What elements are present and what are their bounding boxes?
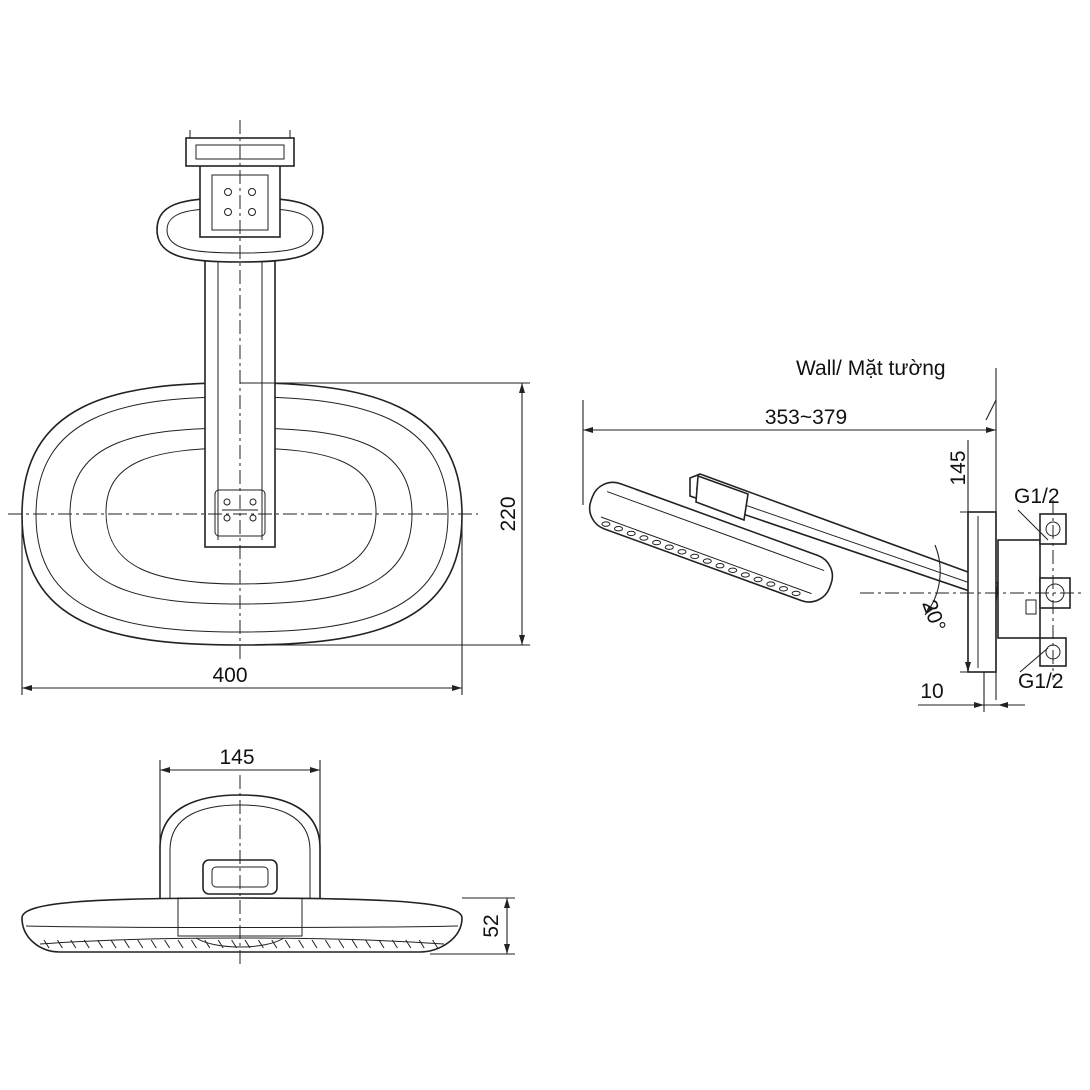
nozzle [702,558,712,564]
nozzle [728,567,738,573]
thickness-dimension: 52 [480,914,503,937]
nozzle [715,563,725,569]
inlet-bottom-label: G1/2 [1018,670,1064,693]
nozzle-row [39,937,445,945]
inlet-bottom-leader [1019,647,1049,673]
screw-hole [248,188,256,196]
nozzle [298,939,305,949]
nozzle [677,549,687,555]
side-arm [689,473,999,602]
nozzle [766,581,776,587]
width-dimension: 400 [212,664,247,687]
side-head-outline [588,481,834,603]
nozzle [110,939,117,949]
screw-hole [224,188,232,196]
nozzle [190,939,197,949]
shower-head-profile [21,897,463,953]
wall-leader [985,399,997,421]
nozzle [204,939,211,949]
screw-hole [248,208,256,216]
angle-dimension: 20° [917,597,949,635]
bottom-view: 145 52 [21,746,515,965]
arm-joint [695,474,749,522]
nozzle [324,939,331,949]
screw-hole [224,208,232,216]
nozzle [791,590,801,597]
nozzle [365,939,372,949]
nozzle [177,939,184,949]
inlet-top-label: G1/2 [1014,485,1060,508]
head-seam [606,491,825,572]
nozzle [244,939,251,949]
nozzle [664,544,674,550]
nozzle [56,939,63,949]
side-view: Wall/ Mặt tường 353~379 145 20° G1/2 G1/… [582,357,1085,712]
valve-body [997,539,1041,639]
nozzle [614,526,623,532]
nozzle [257,939,264,949]
nozzle [779,586,788,592]
connector-hole [249,498,257,506]
nozzle [652,539,662,546]
nozzle-row-line [600,516,812,595]
nozzle [137,939,144,949]
nozzle [753,576,763,583]
nozzle [83,939,90,949]
nozzle [271,939,278,949]
plate-dimension: 10 [920,680,943,703]
shower-head-rim [35,396,449,633]
nozzle [351,939,358,949]
nozzle [418,939,425,949]
nozzle-center [195,937,285,948]
length-dimension: 353~379 [765,406,847,429]
nozzle [97,939,104,949]
connector-hole [249,514,257,522]
shower-head-inner-panel [105,447,377,585]
nozzle [338,939,345,949]
tilted-head [588,481,834,603]
arm-width-dimension: 145 [219,746,254,769]
nozzle [284,939,291,949]
nozzle [70,939,77,949]
nozzle [601,521,611,527]
nozzle [639,535,649,541]
height-dimension: 220 [497,496,520,531]
wall-label: Wall/ Mặt tường [796,357,946,380]
nozzle [150,939,157,949]
angle-arc [924,544,941,616]
nozzle [217,939,224,949]
nozzle [391,939,398,949]
inlet-top-leader [1017,509,1049,541]
valve-detail [1025,599,1037,615]
side-height-dimension: 145 [947,450,970,485]
nozzle [311,939,318,949]
nozzle [123,939,130,949]
wall-plate [967,511,997,673]
nozzle [432,939,439,949]
nozzle [43,939,50,949]
connector-hole [223,514,231,522]
nozzle [626,530,636,537]
nozzle [405,939,412,949]
front-view: 400 220 [8,120,530,695]
nozzle [740,572,750,578]
connector-hole [223,498,231,506]
nozzle [164,939,171,949]
profile-seam [25,925,459,928]
nozzle-ticks [601,521,801,597]
nozzle [378,939,385,949]
nozzle [231,939,238,949]
nozzle [690,553,700,560]
